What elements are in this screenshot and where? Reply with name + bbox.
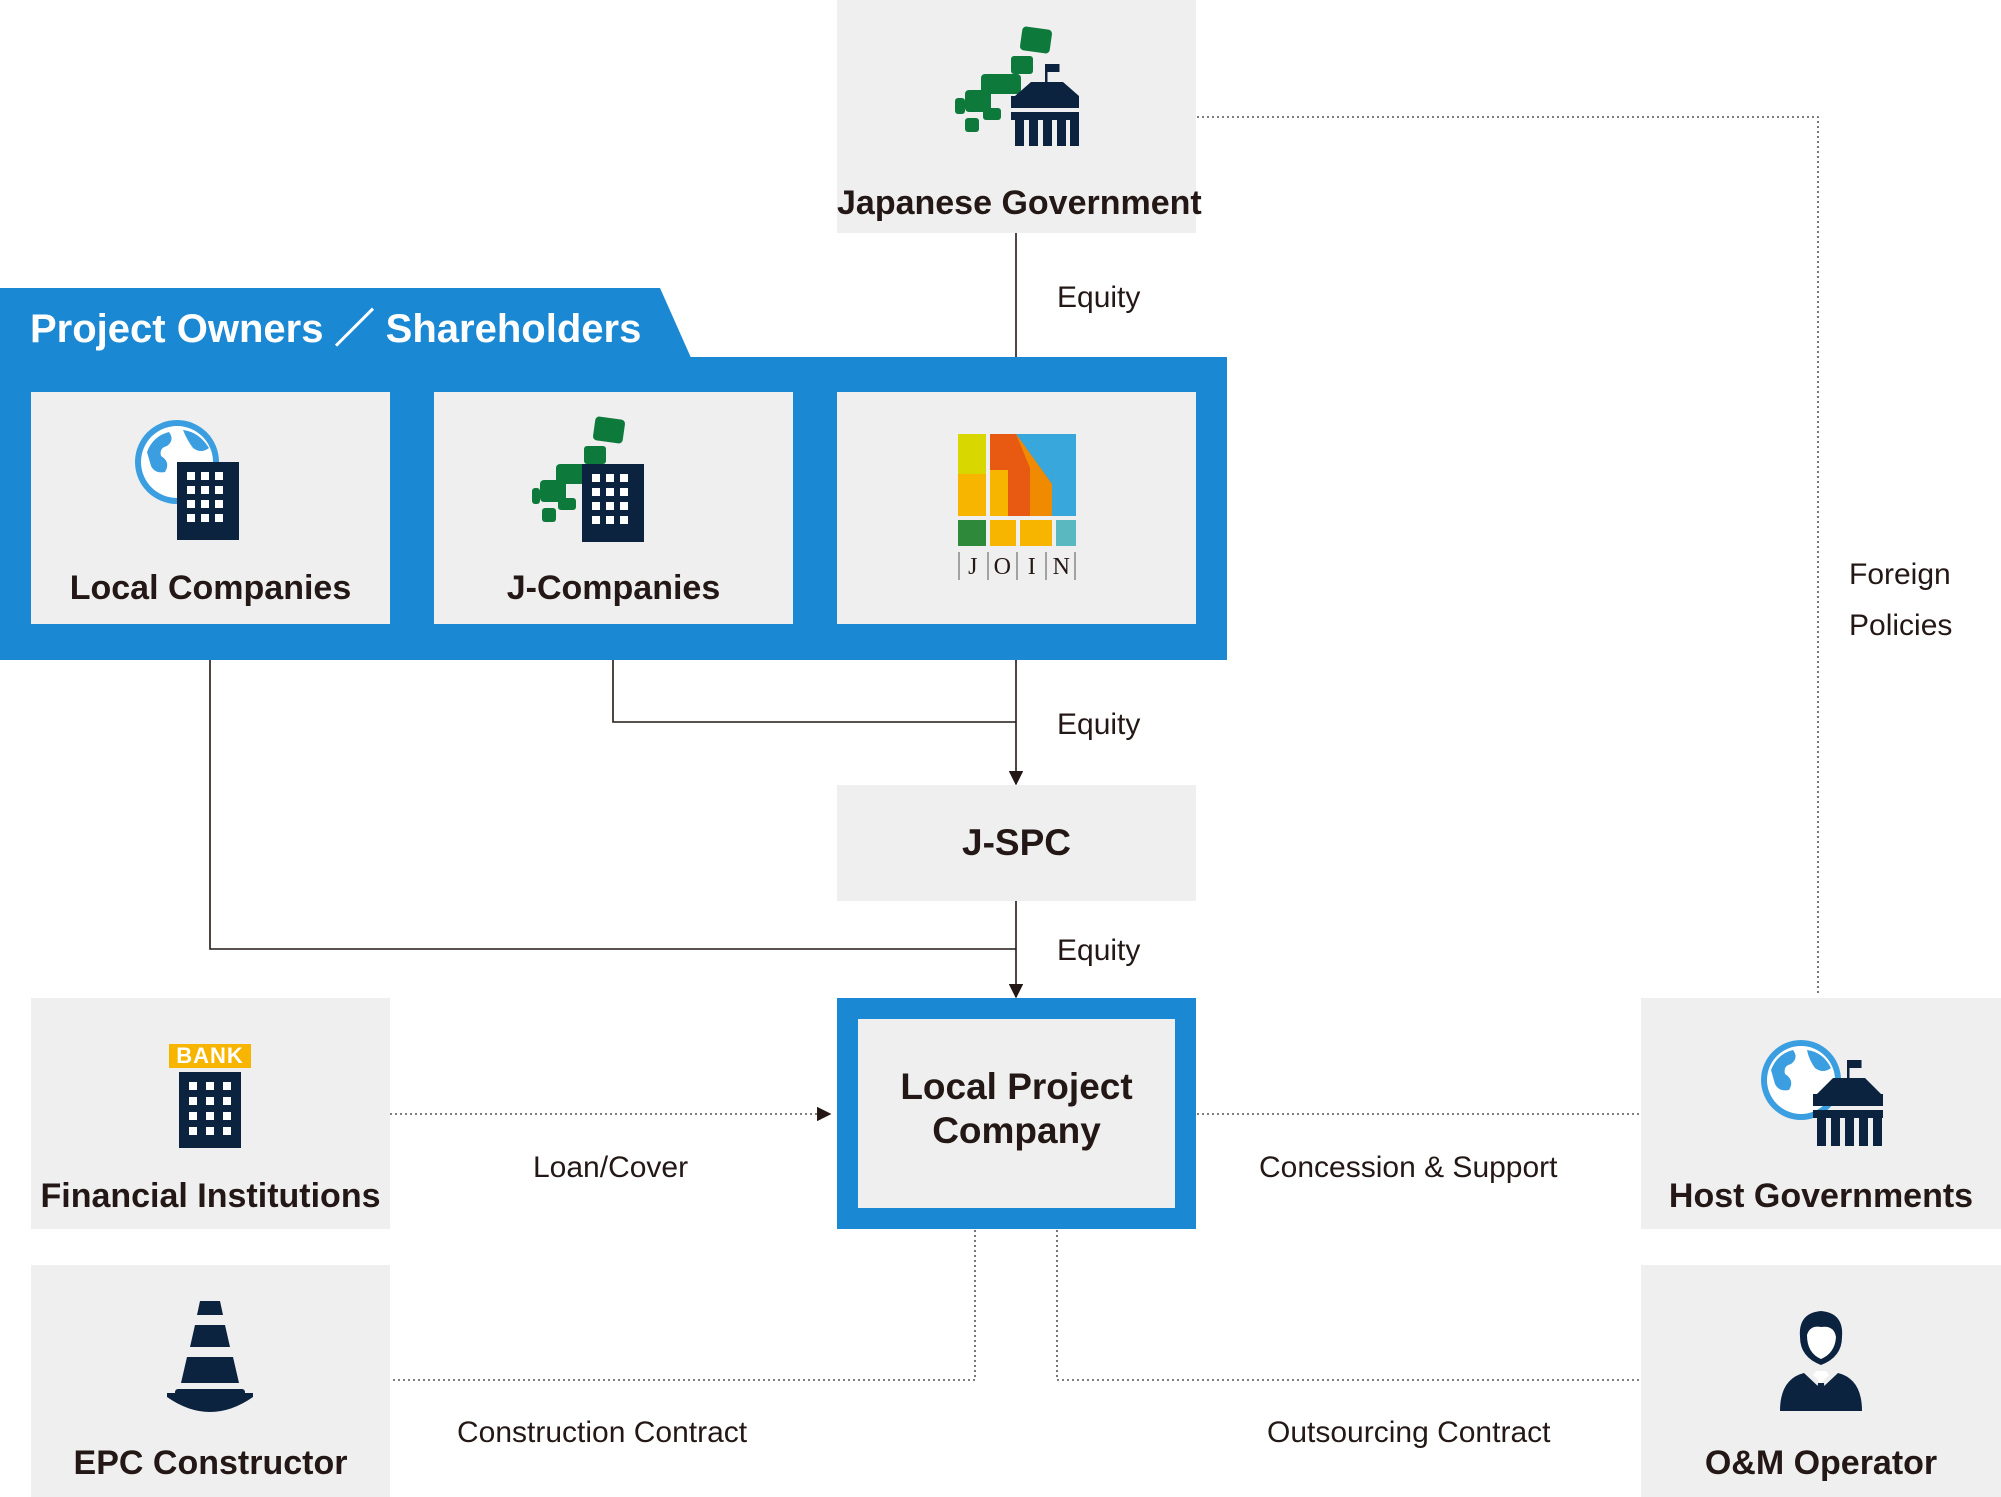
local-project-company-label: Local Project Company bbox=[858, 1065, 1175, 1153]
bank-building-icon bbox=[179, 1072, 241, 1148]
local-project-company-inner: Local Project Company bbox=[858, 1019, 1175, 1208]
join-logo-letters: J O I N bbox=[958, 552, 1076, 582]
join-letter-o: O bbox=[993, 554, 1011, 580]
join-letter-j: J bbox=[968, 554, 978, 580]
om-operator-label: O&M Operator bbox=[1704, 1444, 1938, 1482]
node-epc-constructor: EPC Constructor bbox=[31, 1265, 390, 1497]
local-project-company-line2: Company bbox=[932, 1110, 1101, 1151]
edge-construction-contract bbox=[390, 1230, 976, 1381]
node-host-governments: Host Governments bbox=[1641, 998, 2001, 1229]
local-companies-label: Local Companies bbox=[69, 569, 352, 607]
japanese-government-label: Japanese Government bbox=[837, 184, 1202, 222]
outsourcing-contract-label: Outsourcing Contract bbox=[1267, 1416, 1551, 1449]
japan-map-government-building-icon bbox=[955, 26, 1079, 146]
project-owners-title: Project Owners ／ Shareholders bbox=[30, 307, 642, 351]
node-join: J O I N bbox=[837, 392, 1196, 624]
epc-constructor-label: EPC Constructor bbox=[73, 1444, 348, 1482]
concession-support-label: Concession & Support bbox=[1259, 1151, 1558, 1184]
traffic-cone-icon bbox=[167, 1301, 253, 1412]
foreign-policies-label-line1: Foreign bbox=[1849, 558, 1951, 591]
construction-contract-label: Construction Contract bbox=[457, 1416, 748, 1449]
node-j-spc: J-SPC bbox=[837, 785, 1196, 901]
japan-map-office-building-icon bbox=[532, 416, 644, 542]
node-j-companies: J-Companies bbox=[434, 392, 793, 624]
foreign-policies-label-line2: Policies bbox=[1849, 609, 1953, 642]
edge-localcos-to-lpc bbox=[209, 624, 1016, 950]
edge-outsourcing-contract bbox=[1056, 1230, 1641, 1381]
join-letter-i: I bbox=[1027, 554, 1036, 580]
join-letter-n: N bbox=[1052, 554, 1070, 580]
node-local-companies: Local Companies bbox=[31, 392, 390, 624]
financial-institutions-label: Financial Institutions bbox=[40, 1177, 381, 1215]
edge-foreign-policies bbox=[1197, 116, 1819, 996]
local-project-company-line1: Local Project bbox=[900, 1066, 1133, 1107]
equity-label-mid: Equity bbox=[1057, 708, 1141, 741]
j-companies-label: J-Companies bbox=[506, 569, 721, 607]
equity-label-bottom: Equity bbox=[1057, 934, 1141, 967]
equity-label-top: Equity bbox=[1057, 281, 1141, 314]
host-governments-label: Host Governments bbox=[1668, 1177, 1974, 1215]
node-om-operator: O&M Operator bbox=[1641, 1265, 2001, 1497]
node-financial-institutions: BANK Financial Institutions bbox=[31, 998, 390, 1229]
globe-government-building-icon bbox=[1761, 1040, 1883, 1146]
join-logo bbox=[958, 434, 1076, 580]
j-spc-label: J-SPC bbox=[962, 822, 1071, 863]
loan-cover-label: Loan/Cover bbox=[533, 1151, 689, 1184]
node-japanese-government: Japanese Government bbox=[837, 0, 1202, 233]
globe-office-building-icon bbox=[135, 420, 239, 540]
bank-badge: BANK bbox=[169, 1044, 251, 1068]
businessman-icon bbox=[1780, 1311, 1862, 1411]
project-owners-tab bbox=[0, 288, 692, 360]
